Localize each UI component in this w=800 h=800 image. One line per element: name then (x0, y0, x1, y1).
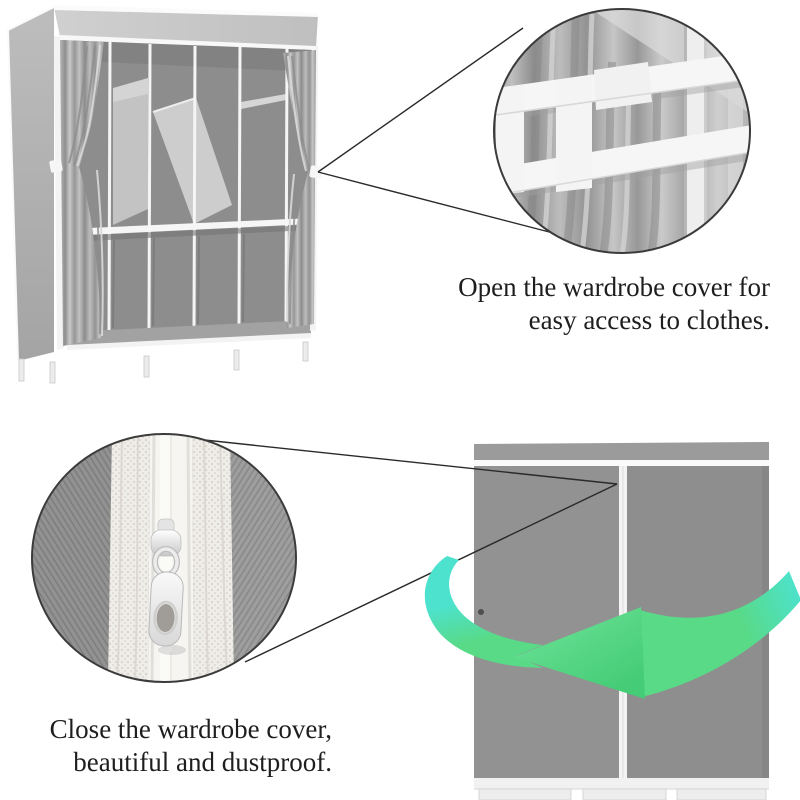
closed-top-cover (474, 442, 769, 462)
caption-line: Open the wardrobe cover for (458, 272, 770, 302)
strap-detail-circle (493, 8, 751, 254)
frame-dividers (107, 41, 289, 333)
arrow-front-band (640, 571, 800, 697)
wardrobe-side-panel (8, 7, 54, 361)
tie-strap (495, 52, 750, 196)
magnifier-circle-outline (493, 8, 751, 254)
frame-pole (687, 9, 704, 253)
cover-panel-left (474, 466, 620, 779)
curtain-tie-right (309, 165, 323, 179)
rotate-arrow-icon (424, 556, 800, 699)
zipper-pull-tab (148, 571, 184, 647)
zipper-slider (148, 518, 186, 655)
caption-line: easy access to clothes. (528, 305, 770, 335)
caption-open-wardrobe: Open the wardrobe cover for easy access … (458, 271, 770, 337)
zipper-tape-left (108, 434, 150, 682)
callout-line (317, 171, 558, 235)
callout-line (317, 27, 524, 173)
caption-close-wardrobe: Close the wardrobe cover, beautiful and … (50, 713, 332, 779)
open-wardrobe-illustration (6, 5, 323, 384)
left-curtain (60, 40, 104, 346)
zipper-tape-right (192, 434, 234, 682)
callout-line (166, 435, 618, 485)
wardrobe-legs (18, 341, 309, 384)
arrow-back-band (424, 556, 543, 668)
zipper-detail-circle (31, 433, 297, 683)
caption-line: Close the wardrobe cover, (49, 714, 332, 744)
magnifier-circle-outline (31, 433, 297, 683)
closed-wardrobe-legs (478, 788, 767, 800)
middle-shelf (67, 218, 311, 236)
right-curtain (283, 50, 316, 328)
arrow-head (514, 607, 645, 699)
side-zipper-pull (478, 609, 484, 615)
curtain-tie-left (49, 159, 63, 173)
caption-line: beautiful and dustproof. (73, 747, 332, 777)
callout-lines-strap (317, 27, 558, 235)
